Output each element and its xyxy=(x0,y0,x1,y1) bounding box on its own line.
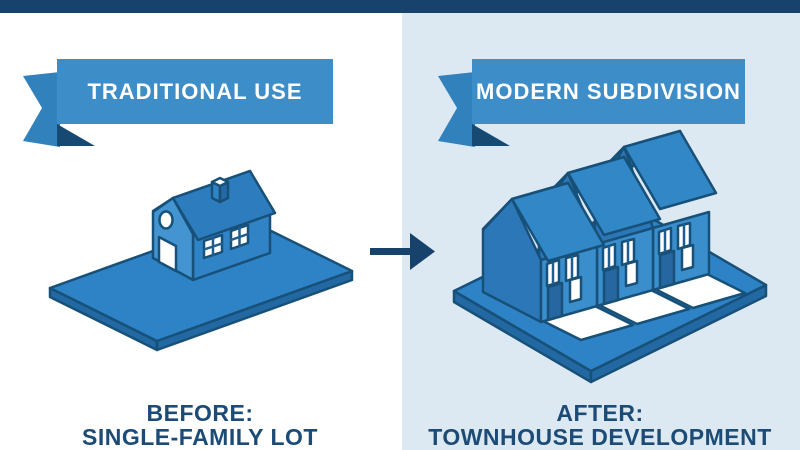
side-window xyxy=(229,223,250,251)
roof-front-slope xyxy=(510,181,606,263)
side-window xyxy=(202,233,224,260)
gable-wall xyxy=(481,197,543,324)
roof-front-slope xyxy=(622,129,718,211)
chimney xyxy=(210,176,230,204)
banner-title-right: MODERN SUBDIVISION xyxy=(476,78,741,104)
traditional-use-banner: TRADITIONAL USE xyxy=(23,59,333,149)
door xyxy=(546,281,564,322)
top-border-bar xyxy=(0,0,800,13)
ribbon-fold xyxy=(472,124,510,146)
window xyxy=(680,243,695,272)
single-family-house-illustration xyxy=(48,169,354,352)
after-caption-line1: AFTER: xyxy=(556,400,644,426)
before-after-arrow xyxy=(365,230,437,274)
ribbon-tail xyxy=(438,72,475,147)
door xyxy=(602,265,620,306)
ribbon-body xyxy=(472,59,745,124)
ribbon-shape xyxy=(438,59,745,147)
before-caption: BEFORE: SINGLE-FAMILY LOT xyxy=(0,400,400,450)
ribbon-tail xyxy=(23,72,60,147)
ribbon-body xyxy=(57,59,333,124)
arrow-right-icon xyxy=(370,233,435,270)
banner-title-left: TRADITIONAL USE xyxy=(87,78,303,104)
roof-front-slope xyxy=(566,155,662,237)
before-caption-line1: BEFORE: xyxy=(146,400,254,426)
modern-subdivision-banner: MODERN SUBDIVISION xyxy=(438,59,748,149)
ribbon-shape xyxy=(23,59,333,147)
window xyxy=(624,259,639,288)
oval-window xyxy=(158,210,174,230)
after-caption: AFTER: TOWNHOUSE DEVELOPMENT xyxy=(400,400,800,450)
townhouse-development-illustration xyxy=(452,129,768,384)
window xyxy=(568,275,583,304)
front-door xyxy=(157,235,178,273)
house-icon xyxy=(151,169,277,282)
door xyxy=(658,249,676,290)
after-caption-line2: TOWNHOUSE DEVELOPMENT xyxy=(428,423,772,450)
ribbon-fold xyxy=(57,124,95,146)
townhouse-unit xyxy=(481,181,606,324)
before-caption-line2: SINGLE-FAMILY LOT xyxy=(82,423,318,450)
